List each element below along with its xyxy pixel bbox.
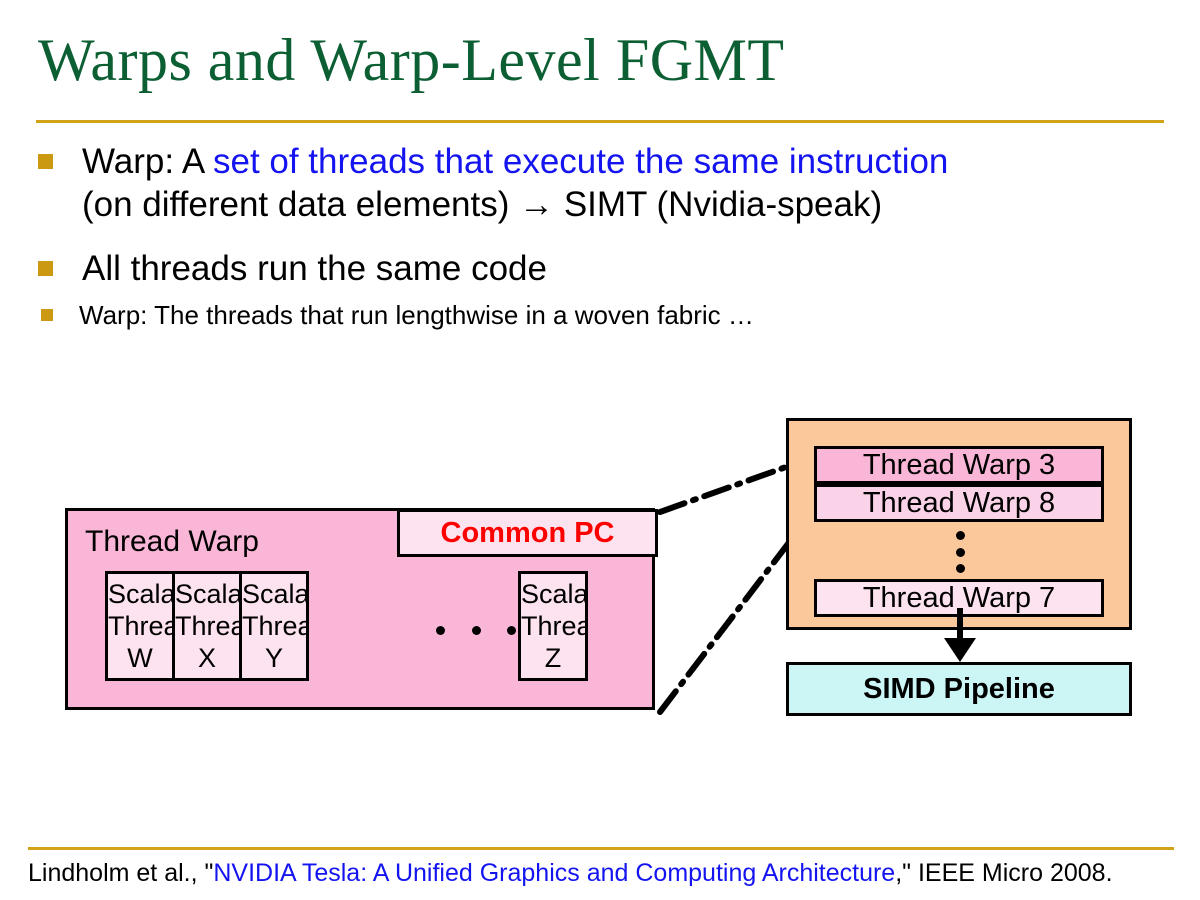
ellipsis-dots-horizontal	[436, 626, 516, 635]
connector-lines	[657, 459, 803, 715]
footer-prefix: Lindholm et al., "	[28, 859, 214, 887]
scalar-thread-y-line3: Y	[264, 643, 283, 673]
scalar-thread-x-line1: Scalar	[175, 579, 242, 609]
footer-suffix: ," IEEE Micro 2008.	[895, 859, 1113, 887]
footer-divider	[28, 847, 1174, 850]
dot	[956, 547, 965, 557]
thread-warp-8-row: Thread Warp 8	[814, 484, 1104, 522]
common-pc-box: Common PC	[397, 509, 658, 557]
scalar-thread-y-line2: Thread	[242, 611, 306, 641]
simd-pipeline-box: SIMD Pipeline	[786, 662, 1132, 716]
scalar-thread-box-z: Scalar Thread Z	[518, 571, 588, 681]
page-title: Warps and Warp-Level FGMT	[38, 27, 785, 93]
footer-citation: Lindholm et al., "NVIDIA Tesla: A Unifie…	[28, 858, 1113, 888]
warp-scheduler-block: Thread Warp 3 Thread Warp 8 Thread Warp …	[786, 418, 1132, 630]
dot	[956, 564, 965, 573]
scalar-thread-w-line2: Thread	[108, 611, 172, 641]
bullet-1-segment-1: Warp: A	[82, 142, 213, 181]
bullet-1-line-2: (on different data elements) → SIMT (Nvi…	[82, 185, 883, 224]
down-arrow-icon	[944, 608, 976, 662]
thread-warp-label: Thread Warp	[85, 525, 259, 558]
scalar-thread-w-line3: W	[127, 643, 153, 673]
bullet-item-3: Warp: The threads that run lengthwise in…	[41, 298, 1161, 332]
scalar-thread-y-line1: Scalar	[242, 579, 309, 609]
scalar-thread-z-line3: Z	[544, 643, 562, 673]
title-divider	[36, 120, 1164, 123]
dot	[956, 531, 965, 540]
bullet-1-segment-2-highlight: set of threads that execute the same ins…	[212, 142, 949, 181]
scalar-thread-box-x: Scalar Thread X	[172, 571, 242, 681]
footer-link[interactable]: NVIDIA Tesla: A Unified Graphics and Com…	[213, 859, 896, 887]
scalar-thread-x-line3: X	[197, 643, 216, 673]
dot	[471, 626, 481, 635]
thread-warp-3-row: Thread Warp 3	[814, 446, 1104, 484]
scalar-thread-box-y: Scalar Thread Y	[239, 571, 309, 681]
scalar-thread-box-w: Scalar Thread W	[105, 571, 175, 681]
bullet-square-icon	[38, 154, 53, 169]
bullet-item-2: All threads run the same code	[38, 247, 1158, 290]
scalar-thread-z-line1: Scalar	[521, 579, 588, 609]
bullet-square-icon	[41, 309, 53, 321]
bullet-1-text: Warp: A set of threads that execute the …	[82, 140, 948, 226]
ellipsis-dots-vertical	[956, 531, 965, 573]
dot	[507, 626, 516, 635]
dot	[436, 626, 445, 635]
bullet-item-1: Warp: A set of threads that execute the …	[38, 140, 1158, 226]
bullet-2-text: All threads run the same code	[82, 249, 547, 288]
thread-warp-block: Thread Warp Common PC Scalar Thread W Sc…	[65, 508, 658, 710]
scalar-thread-z-line2: Thread	[521, 611, 585, 641]
bullet-3-text: Warp: The threads that run lengthwise in…	[79, 300, 754, 330]
bullet-square-icon	[38, 261, 53, 276]
scalar-thread-x-line2: Thread	[175, 611, 239, 641]
scalar-thread-w-line1: Scalar	[108, 579, 175, 609]
